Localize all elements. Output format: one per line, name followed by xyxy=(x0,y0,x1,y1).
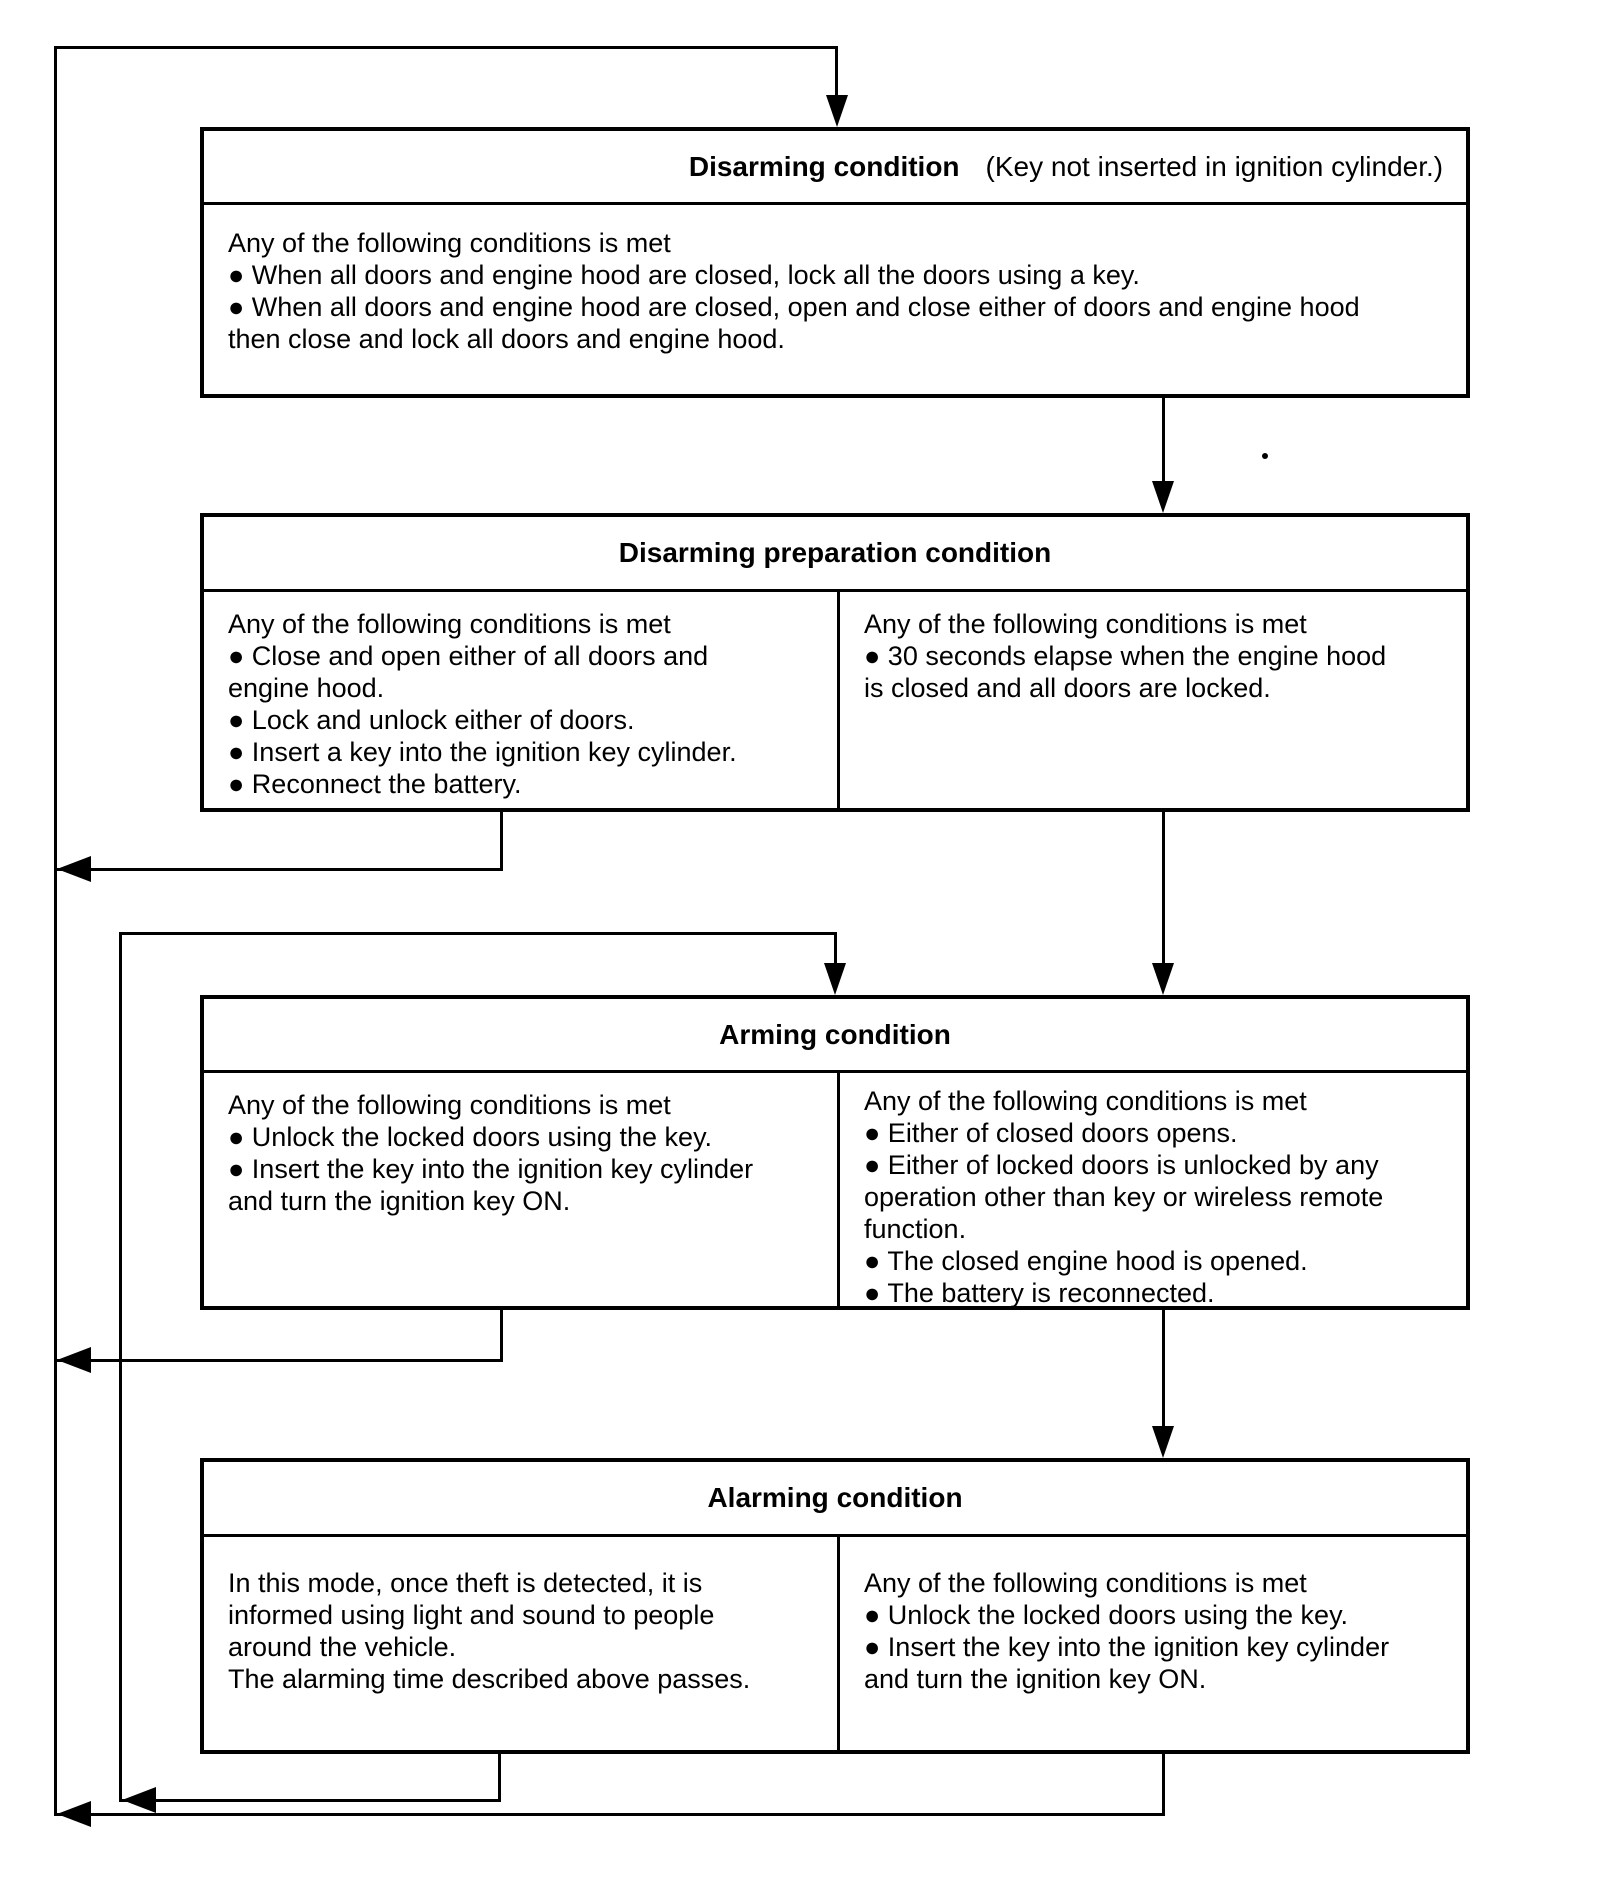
box3-left-exit-stub xyxy=(500,1310,503,1362)
arrowhead-left-bottom-return-icon xyxy=(57,1801,91,1827)
entry-line-box3-left xyxy=(834,932,837,966)
connector-box2-box3 xyxy=(1162,812,1165,966)
entry-line-box1 xyxy=(835,46,838,101)
outer-loop-line-vertical xyxy=(54,46,57,1816)
box-arming-title: Arming condition xyxy=(719,1018,951,1050)
box4-left-exit-line xyxy=(122,1799,501,1802)
box-disarming-preparation-columns: Any of the following conditions is met ●… xyxy=(204,592,1466,808)
inner-loop-line-vertical xyxy=(119,932,122,1802)
box3-left-exit-line xyxy=(57,1359,503,1362)
box-arming-columns: Any of the following conditions is met ●… xyxy=(204,1073,1466,1308)
arrowhead-down-into-box2-icon xyxy=(1152,481,1174,513)
box4-left-exit-stub xyxy=(498,1754,501,1802)
box-arming-header: Arming condition xyxy=(204,999,1466,1073)
arrowhead-down-into-box4-icon xyxy=(1152,1426,1174,1458)
box-disarming-title: Disarming condition xyxy=(688,150,960,182)
box-alarming-header: Alarming condition xyxy=(204,1462,1466,1537)
arrowhead-left-box4-left-exit-icon xyxy=(122,1787,156,1813)
box-disarming-preparation-left-cell: Any of the following conditions is met ●… xyxy=(204,592,840,808)
box-arming-left-cell: Any of the following conditions is met ●… xyxy=(204,1073,840,1306)
arrowhead-down-into-box3-right-icon xyxy=(1152,963,1174,995)
connector-box1-box2 xyxy=(1162,398,1165,486)
box2-left-exit-stub xyxy=(500,812,503,871)
box4-right-exit-stub xyxy=(1162,1754,1165,1816)
box-alarming-left-cell: In this mode, once theft is detected, it… xyxy=(204,1537,840,1750)
box-disarming-condition: Disarming condition (Key not inserted in… xyxy=(200,127,1470,398)
box-arming-right-cell: Any of the following conditions is met ●… xyxy=(864,1086,1384,1308)
bottom-return-line xyxy=(57,1813,1165,1816)
outer-loop-line-top xyxy=(54,46,838,49)
stray-dot xyxy=(1262,453,1268,459)
arrowhead-left-box3-exit-icon xyxy=(57,1347,91,1373)
box-disarming-body: Any of the following conditions is met ●… xyxy=(228,228,1360,354)
arrowhead-down-into-box1-icon xyxy=(826,95,848,127)
arrowhead-left-box2-exit-icon xyxy=(57,856,91,882)
connector-box3-box4 xyxy=(1162,1310,1165,1428)
arrowhead-down-into-box3-left-icon xyxy=(824,963,846,995)
box-alarming-right-cell: Any of the following conditions is met ●… xyxy=(864,1568,1390,1694)
box-disarming-preparation-right-cell: Any of the following conditions is met ●… xyxy=(864,609,1387,703)
box-alarming-columns: In this mode, once theft is detected, it… xyxy=(204,1537,1466,1750)
box-disarming-preparation-title: Disarming preparation condition xyxy=(618,537,1052,568)
box-alarming-title: Alarming condition xyxy=(707,1482,963,1513)
inner-loop-line-top xyxy=(119,932,837,935)
box-disarming-header: Disarming condition (Key not inserted in… xyxy=(204,131,1466,205)
box-disarming-preparation-header: Disarming preparation condition xyxy=(204,517,1466,592)
box-disarming-preparation: Disarming preparation condition Any of t… xyxy=(200,513,1470,812)
box2-left-exit-line xyxy=(57,868,503,871)
box-arming-condition: Arming condition Any of the following co… xyxy=(200,995,1470,1310)
box-disarming-note: (Key not inserted in ignition cylinder.) xyxy=(985,150,1444,182)
box-alarming-condition: Alarming condition In this mode, once th… xyxy=(200,1458,1470,1754)
